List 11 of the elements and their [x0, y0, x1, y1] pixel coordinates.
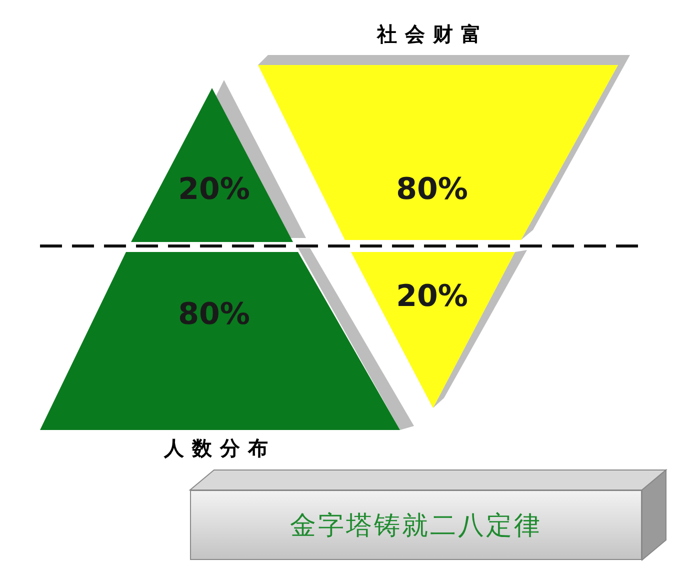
percentage-label: 20% [178, 175, 250, 205]
percentage-label: 20% [396, 282, 468, 312]
stone-block [190, 490, 642, 560]
block-title: 金字塔铸就二八定律 [290, 513, 542, 539]
axis-caption: 人数分布 [164, 438, 276, 458]
pyramid-top-section [131, 88, 293, 242]
inverted-pyramid-bottom-section [351, 252, 515, 408]
percentage-label: 80% [396, 175, 468, 205]
percentage-label: 80% [178, 300, 250, 330]
axis-caption: 社会财富 [377, 24, 489, 44]
pyramid-base-section [40, 252, 400, 430]
